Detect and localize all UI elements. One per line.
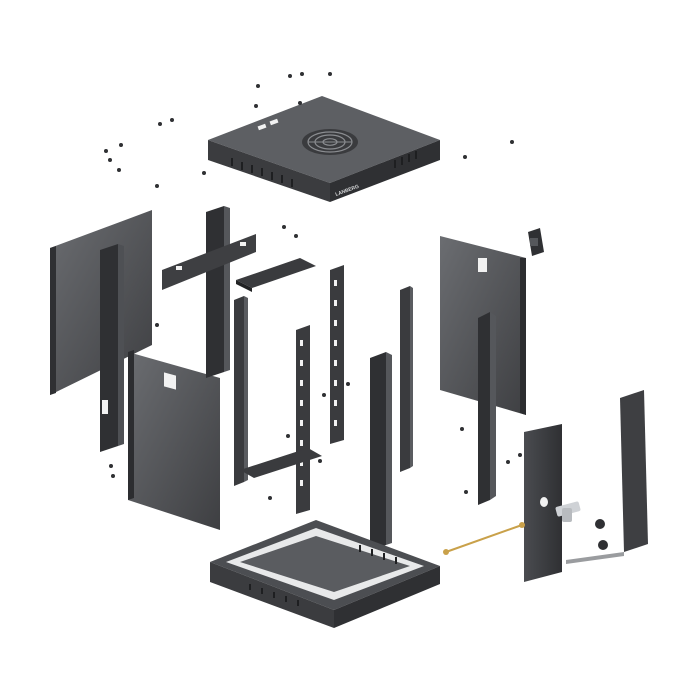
- right-channel-bracket: [478, 312, 496, 505]
- base-tray: [210, 520, 440, 628]
- mounting-rail-3: [330, 265, 344, 444]
- top-mounting-frame: [162, 206, 256, 378]
- mounting-rail-1: [234, 296, 248, 486]
- mounting-rail-2: [296, 325, 310, 514]
- cross-bar: [236, 258, 316, 292]
- fan-grille-icon: [302, 129, 358, 155]
- mounting-rail-4: [400, 286, 413, 472]
- bottom-cross-bar: [240, 448, 322, 478]
- clip-bracket: [528, 228, 544, 256]
- lock-assembly: [555, 501, 608, 550]
- side-door-strip: [566, 390, 648, 564]
- left-door-panel: [128, 350, 220, 530]
- left-rear-bracket: [100, 244, 124, 452]
- top-cover: LANBERG: [208, 96, 440, 202]
- hinge-pin: [443, 522, 525, 555]
- center-post: [370, 352, 392, 550]
- screws: [104, 72, 522, 500]
- front-door-frame: [524, 424, 562, 582]
